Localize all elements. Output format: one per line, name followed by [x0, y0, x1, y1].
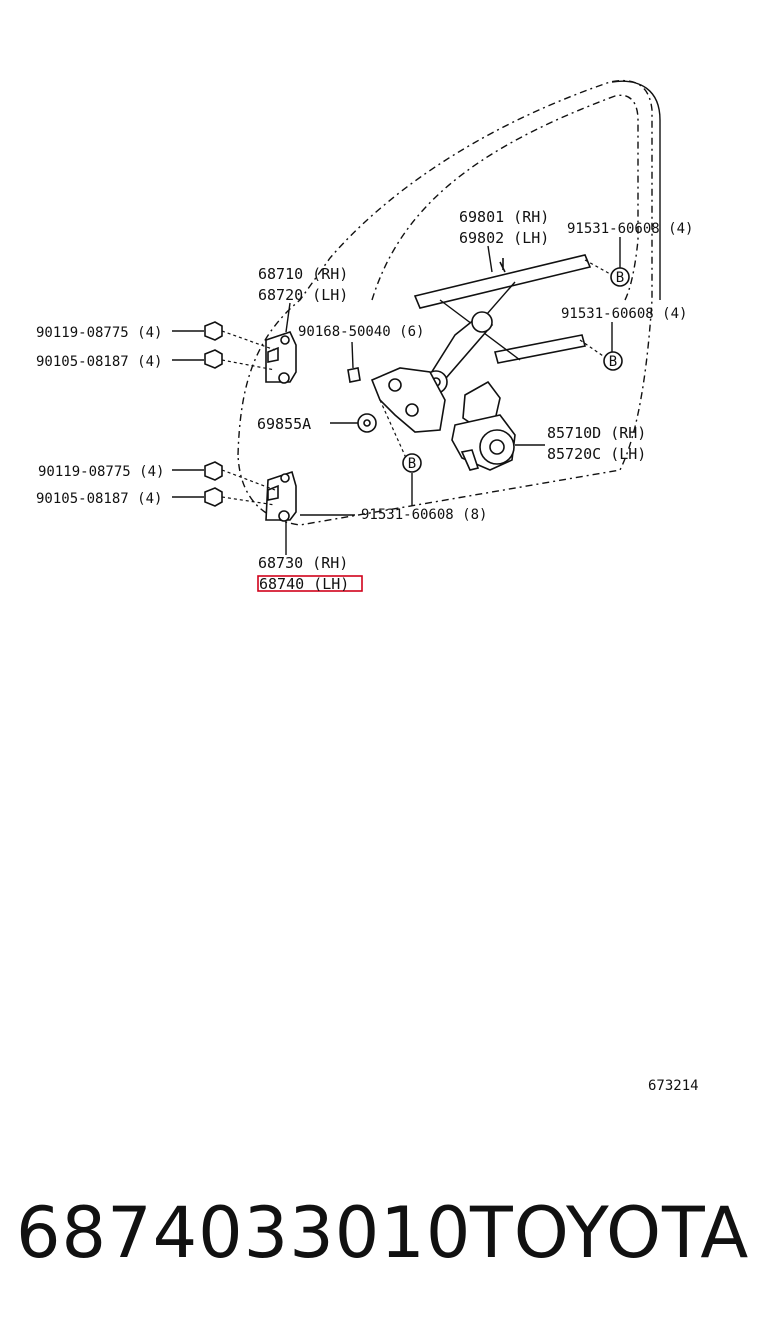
footer: 6874033010 TOYOTA: [0, 1188, 760, 1278]
window-motor: [451, 380, 516, 471]
diagram-id: 673214: [648, 1078, 699, 1094]
door-outline: [237, 80, 661, 526]
label-69802[interactable]: 69802 (LH): [459, 229, 549, 247]
label-69855a[interactable]: 69855A: [257, 415, 311, 433]
label-91531-mid[interactable]: 91531-60608 (4): [561, 306, 687, 322]
leader-lines: [172, 237, 621, 555]
label-85720c[interactable]: 85720C (LH): [547, 445, 646, 463]
label-69801[interactable]: 69801 (RH): [459, 208, 549, 226]
svg-text:B: B: [609, 354, 617, 370]
label-90119-upper[interactable]: 90119-08775 (4): [36, 325, 162, 341]
label-90168[interactable]: 90168-50040 (6): [298, 324, 424, 340]
label-90105-upper[interactable]: 90105-08187 (4): [36, 354, 162, 370]
label-85710d[interactable]: 85710D (RH): [547, 424, 646, 442]
brand-name: TOYOTA: [470, 1192, 750, 1274]
bolt-icon: [204, 321, 361, 507]
label-90119-lower[interactable]: 90119-08775 (4): [38, 464, 164, 480]
svg-text:B: B: [408, 456, 416, 472]
svg-text:B: B: [616, 270, 624, 286]
highlight-box: [257, 575, 363, 592]
label-68740-highlighted[interactable]: 68740 (LH): [259, 575, 349, 593]
ref-marker-b: B B B: [402, 267, 630, 473]
lower-hinge: [265, 470, 297, 522]
label-68710[interactable]: 68710 (RH): [258, 265, 348, 283]
label-68730[interactable]: 68730 (RH): [258, 554, 348, 572]
label-91531-bottom[interactable]: 91531-60608 (8): [361, 507, 487, 523]
label-91531-top[interactable]: 91531-60608 (4): [567, 221, 693, 237]
upper-hinge: [265, 331, 297, 384]
label-90105-lower[interactable]: 90105-08187 (4): [36, 491, 162, 507]
label-68720[interactable]: 68720 (LH): [258, 286, 348, 304]
part-number: 6874033010: [16, 1192, 472, 1274]
window-regulator: [370, 254, 592, 433]
grommet-icon: [357, 413, 377, 433]
